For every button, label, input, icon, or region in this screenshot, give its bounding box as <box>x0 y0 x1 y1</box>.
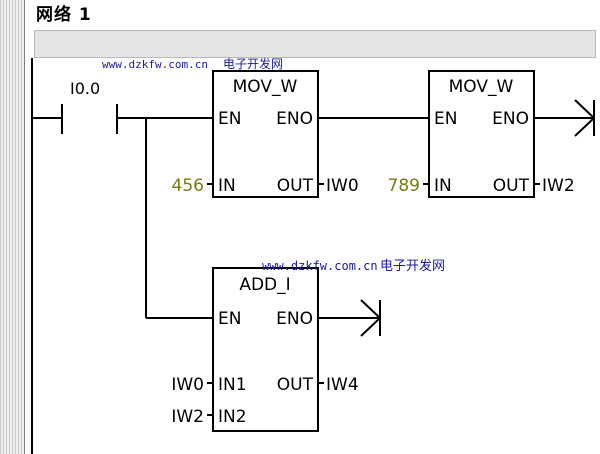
watermark-cn-2: 电子开发网 <box>380 258 445 274</box>
mov2-out-operand: IW2 <box>542 176 575 196</box>
mov-w-box-2[interactable] <box>428 70 535 198</box>
mov2-title: MOV_W <box>449 77 514 97</box>
mov1-en: EN <box>218 109 241 129</box>
mov2-out: OUT <box>493 176 530 196</box>
network-title: 网络 1 <box>36 5 92 25</box>
contact-i0-0[interactable] <box>61 104 118 134</box>
contact-label: I0.0 <box>70 79 100 98</box>
mov2-in-value: 789 <box>388 176 420 196</box>
add-eno: ENO <box>276 309 313 329</box>
add-in1: IN1 <box>218 375 247 395</box>
add-end-arrow-icon <box>360 299 381 337</box>
mov1-in: IN <box>218 176 236 196</box>
mov1-title: MOV_W <box>233 77 298 97</box>
add-in1-operand: IW0 <box>171 375 204 395</box>
watermark-cn-1: 电子开发网 <box>223 56 283 71</box>
add-out-operand: IW4 <box>326 375 359 395</box>
add-in2-operand: IW2 <box>171 407 204 427</box>
mov1-eno: ENO <box>276 109 313 129</box>
add-i-box[interactable] <box>212 267 319 432</box>
add-in2: IN2 <box>218 407 247 427</box>
mov2-eno: ENO <box>492 109 529 129</box>
network-comment-field[interactable] <box>34 30 596 58</box>
mov-w-box-1[interactable] <box>212 70 319 198</box>
watermark-url-1: www.dzkfw.com.cn <box>102 58 208 71</box>
mov1-out: OUT <box>277 176 314 196</box>
add-title: ADD_I <box>239 275 290 295</box>
mov2-in: IN <box>434 176 452 196</box>
add-out: OUT <box>277 375 314 395</box>
mov1-in-value: 456 <box>172 176 204 196</box>
ladder-left-margin <box>0 0 25 454</box>
add-en: EN <box>218 309 241 329</box>
rung-end-arrow-icon <box>574 99 595 137</box>
mov1-out-operand: IW0 <box>326 176 359 196</box>
watermark-url-2: www.dzkfw.com.cn <box>262 259 378 273</box>
mov2-en: EN <box>434 109 457 129</box>
